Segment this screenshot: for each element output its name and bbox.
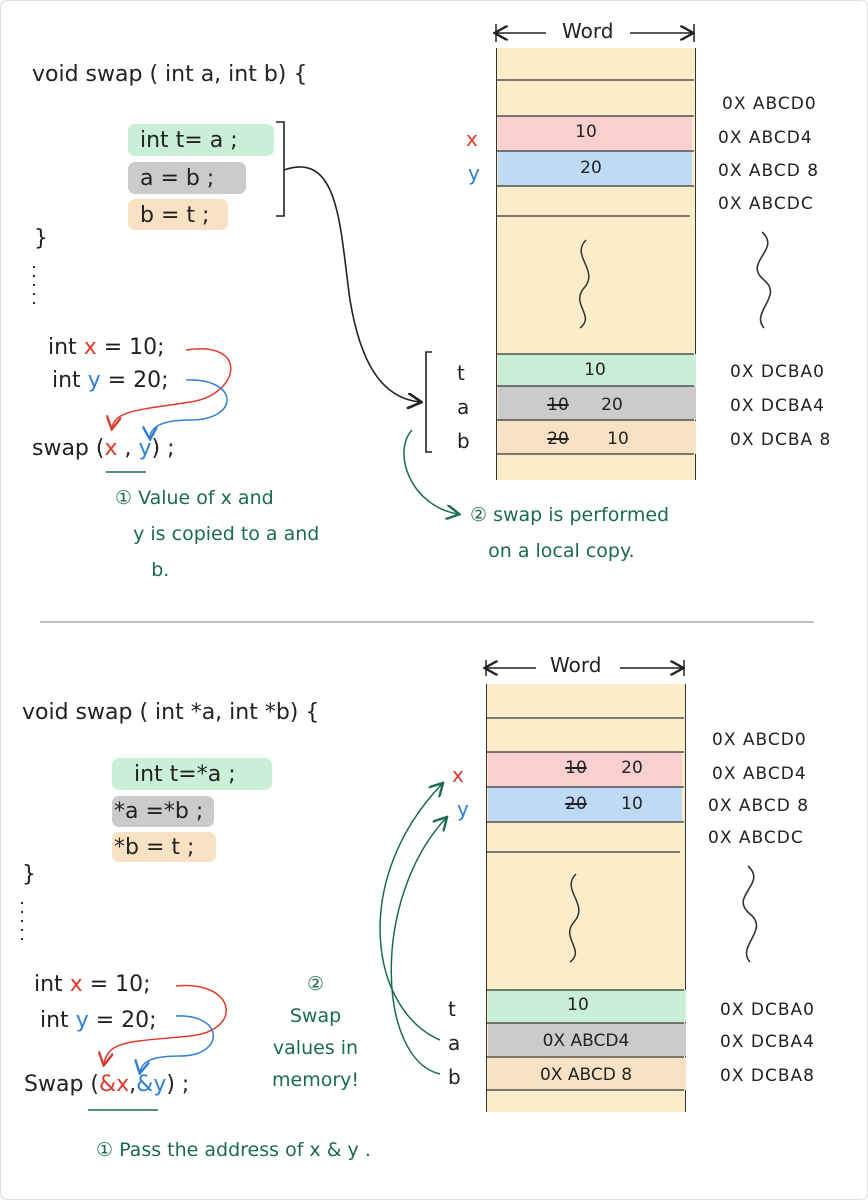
top-mem-x-value: 10 [575, 122, 597, 142]
bottom-stack-b-value: 0X ABCD 8 [539, 1065, 633, 1085]
top-addr-dcba0: 0X DCBA0 [730, 362, 825, 382]
bottom-stack-t-label: t [448, 997, 456, 1021]
bottom-mem-y-label: y [457, 797, 469, 821]
bottom-mem-x-cell [488, 752, 682, 786]
bottom-body-line-1: int t=*a ; [134, 762, 236, 787]
top-note-local-copy: ② swap is performed on a local copy. [470, 504, 670, 562]
bottom-stack-a-value: 0X ABCD4 [542, 1031, 630, 1051]
top-memory-torn-bottom [488, 480, 686, 486]
bottom-mem-y-value: 10 [621, 794, 643, 814]
top-mem-x-cell [498, 116, 692, 150]
top-mem-y-value: 20 [580, 158, 602, 178]
bottom-line-highlight-orange [112, 832, 216, 862]
top-stack-b-label: b [457, 429, 470, 453]
bottom-stack-b-cell [488, 1057, 686, 1090]
bottom-memory-squiggle [568, 873, 580, 963]
bottom-address-squiggle [742, 865, 758, 963]
top-body-to-stack-arrow [283, 166, 420, 402]
top-stack-a-cell [498, 386, 696, 420]
bottom-addr-dcba4: 0X DCBA4 [720, 1032, 815, 1052]
bottom-stack-t-cell [488, 990, 686, 1022]
bottom-addr-abcd8: 0X ABCD 8 [708, 796, 810, 816]
top-stack-a-label: a [457, 395, 470, 419]
bottom-memory-row-lines [486, 717, 684, 1091]
bottom-stack-a-label: a [448, 1031, 461, 1055]
top-mem-y-label: y [468, 161, 480, 185]
bottom-a-points-to-x-arrow [379, 784, 442, 1041]
top-addr-dcba4: 0X DCBA4 [730, 396, 825, 416]
top-declare-x: int x = 10; [48, 335, 165, 360]
top-addr-abcd0: 0X ABCD0 [722, 94, 817, 114]
top-body-line-1: int t= a ; [140, 128, 238, 153]
bottom-mem-x-label: x [452, 763, 464, 787]
bottom-word-label: Word [550, 653, 602, 677]
bottom-y-address-arrow [140, 1015, 214, 1072]
top-line-highlight-orange [128, 199, 228, 230]
top-addr-dcba8: 0X DCBA 8 [730, 430, 832, 450]
top-line-highlight-gray [128, 162, 246, 194]
top-x-copy-arrow [112, 348, 232, 428]
top-swap-call: swap (x , y) ; [32, 436, 175, 461]
top-function-header: void swap ( int a, int b) { [32, 62, 308, 87]
bottom-addr-dcba8: 0X DCBA8 [720, 1066, 815, 1086]
bottom-note-pass-address: ① Pass the address of x & y . [96, 1139, 371, 1161]
bottom-x-address-arrow [104, 984, 227, 1064]
bottom-mem-y-cell [488, 787, 682, 822]
bottom-note-swap-memory: ② Swap values in memory! [272, 973, 360, 1091]
bottom-word-arrows [486, 660, 684, 676]
bottom-stack-t-value: 10 [567, 995, 589, 1015]
bottom-line-highlight-gray [112, 796, 214, 827]
bottom-addr-abcdc: 0X ABCDC [708, 828, 804, 848]
top-declare-y: int y = 20; [52, 368, 169, 393]
top-note-copy: ① Value of x and y is copied to a and b. [115, 487, 320, 581]
bottom-stack-a-cell [488, 1023, 686, 1056]
bottom-function-header: void swap ( int *a, int *b) { [22, 700, 320, 725]
bottom-addr-abcd4: 0X ABCD4 [712, 764, 807, 784]
top-y-copy-arrow [150, 379, 228, 438]
top-memory-squiggle [578, 239, 590, 329]
top-address-squiggle [756, 231, 772, 329]
top-mem-y-cell [498, 151, 692, 186]
bottom-mem-x-old: 10 [565, 758, 587, 778]
bottom-line-highlight-green [112, 758, 272, 790]
bottom-body-line-3: *b = t ; [114, 835, 195, 860]
top-stack-b-cell [498, 421, 696, 454]
top-addr-abcd8: 0X ABCD 8 [718, 161, 820, 181]
top-word-arrows [496, 24, 694, 42]
top-local-copy-arrow [403, 429, 458, 514]
top-line-highlight-green [128, 124, 274, 156]
bottom-memory-torn-bottom [478, 1112, 676, 1118]
bottom-function-close: } [22, 862, 36, 887]
top-memory-torn-top [496, 44, 686, 48]
bottom-body-line-2: *a =*b ; [114, 799, 204, 824]
bottom-addr-abcd0: 0X ABCD0 [712, 730, 807, 750]
bottom-declare-y: int y = 20; [40, 1008, 157, 1033]
bottom-stack-b-label: b [448, 1065, 461, 1089]
top-stack-a-value: 20 [601, 395, 623, 415]
bottom-declare-x: int x = 10; [34, 972, 151, 997]
top-word-label: Word [562, 19, 614, 43]
bottom-mem-x-value: 20 [621, 758, 643, 778]
top-addr-abcd4: 0X ABCD4 [718, 128, 813, 148]
top-body-line-3: b = t ; [140, 203, 210, 228]
top-addr-abcdc: 0X ABCDC [718, 194, 814, 214]
top-stack-t-label: t [457, 361, 465, 385]
bottom-swap-call: Swap (&x,&y) ; [24, 1072, 190, 1097]
bottom-mem-y-old: 20 [565, 794, 587, 814]
bottom-memory-torn-top [486, 680, 676, 684]
top-stack-bracket [425, 351, 432, 453]
bottom-b-points-to-y-arrow [390, 818, 446, 1075]
top-stack-t-value: 10 [584, 360, 606, 380]
top-body-line-2: a = b ; [140, 166, 215, 191]
top-body-bracket [276, 121, 285, 217]
top-function-close: } [34, 226, 48, 251]
top-stack-t-cell [498, 354, 696, 386]
top-stack-a-old: 10 [547, 395, 569, 415]
top-stack-b-old: 20 [547, 429, 569, 449]
top-mem-x-label: x [466, 127, 478, 151]
top-stack-b-value: 10 [607, 429, 629, 449]
bottom-addr-dcba0: 0X DCBA0 [720, 1000, 815, 1020]
top-memory-row-lines [496, 79, 694, 455]
